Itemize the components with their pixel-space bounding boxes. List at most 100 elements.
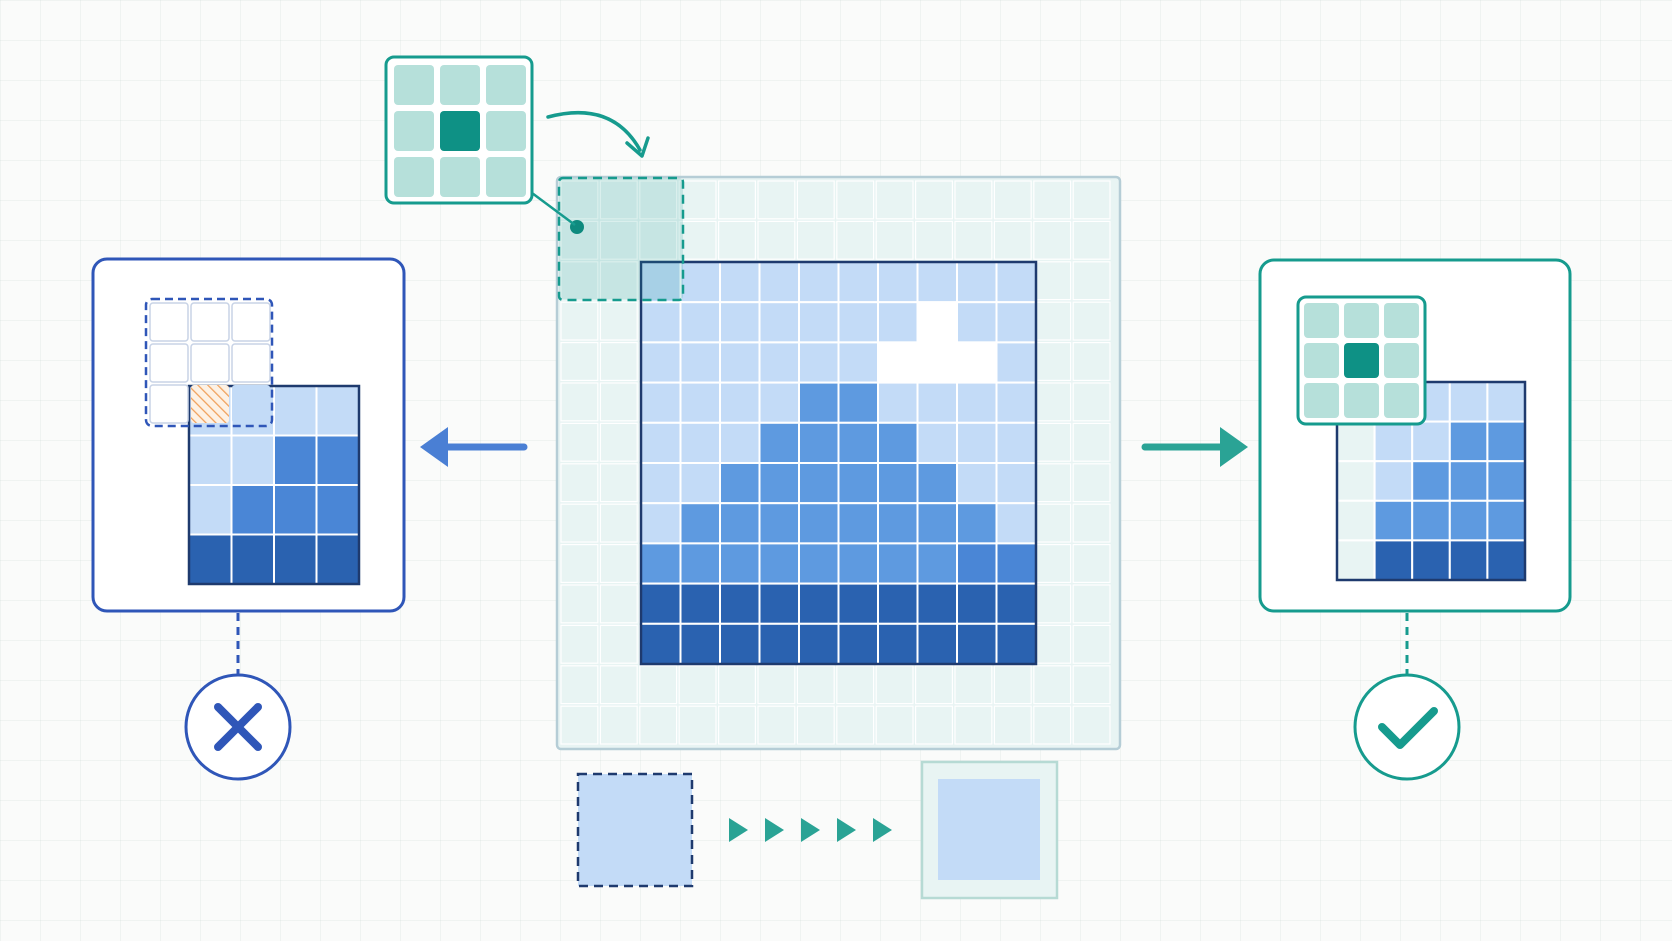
padding-cell bbox=[875, 705, 914, 745]
checkmark-icon bbox=[1353, 673, 1461, 781]
pixel-cell bbox=[230, 533, 275, 585]
pixel-cell bbox=[758, 421, 800, 464]
pixel-cell bbox=[679, 261, 721, 304]
pixel-cell bbox=[798, 622, 840, 665]
pixel-cell bbox=[1411, 499, 1451, 542]
pixel-cell bbox=[640, 542, 682, 585]
padding-cell bbox=[717, 665, 756, 705]
pixel-cell bbox=[956, 582, 998, 625]
pixel-cell bbox=[1373, 420, 1414, 463]
right-kernel-cells bbox=[1304, 303, 1419, 418]
pixel-cell bbox=[640, 502, 682, 545]
padding-cell bbox=[560, 463, 599, 503]
kernel-cells bbox=[394, 65, 526, 197]
pixel-cell bbox=[273, 533, 318, 585]
pixel-cell bbox=[1486, 381, 1527, 423]
kernel-cell bbox=[1384, 343, 1419, 378]
padding-cell bbox=[717, 705, 756, 745]
pixel-cell bbox=[798, 421, 840, 464]
pixel-cell bbox=[640, 381, 682, 424]
pixel-cell bbox=[719, 301, 761, 344]
pixel-cell bbox=[273, 484, 318, 536]
pixel-cell bbox=[719, 341, 761, 384]
pixel-cell bbox=[188, 533, 233, 585]
pixel-cell bbox=[877, 582, 919, 625]
padding-cell bbox=[993, 705, 1032, 745]
pixel-cell bbox=[640, 622, 682, 665]
padding-cell bbox=[1033, 342, 1072, 382]
kernel-center-cell bbox=[440, 111, 480, 151]
padding-cell bbox=[796, 220, 835, 260]
with-padding-panel bbox=[1258, 258, 1572, 613]
pixel-cell bbox=[877, 622, 919, 665]
pixel-cell bbox=[1448, 499, 1489, 542]
play-triangle-icon bbox=[873, 818, 892, 842]
pixel-cell bbox=[679, 502, 721, 545]
pixel-cell bbox=[916, 381, 958, 424]
padding-cell bbox=[560, 261, 599, 301]
play-triangle-icon bbox=[801, 818, 820, 842]
arrow-icon-right bbox=[1141, 427, 1248, 467]
kernel-cell bbox=[440, 65, 480, 105]
pixel-cell bbox=[1336, 420, 1376, 463]
padding-cell bbox=[1033, 382, 1072, 422]
pixel-cell bbox=[916, 462, 958, 505]
pixel-cell bbox=[916, 261, 958, 304]
padding-cell bbox=[1072, 543, 1111, 583]
padding-cell bbox=[560, 180, 599, 220]
padding-cell bbox=[1072, 665, 1111, 705]
padding-cell bbox=[599, 422, 638, 462]
pixel-cell bbox=[758, 341, 800, 384]
pixel-cell bbox=[719, 622, 761, 665]
play-triangle-icon bbox=[837, 818, 856, 842]
pixel-cell bbox=[1373, 539, 1414, 582]
play-triangle-icons bbox=[729, 818, 892, 842]
padding-cell bbox=[1072, 261, 1111, 301]
kernel-cell bbox=[1384, 303, 1419, 338]
kernel-cell bbox=[486, 157, 526, 197]
padding-cell bbox=[599, 463, 638, 503]
pixel-cell bbox=[798, 582, 840, 625]
pixel-cell bbox=[1486, 420, 1527, 463]
padding-cell bbox=[599, 543, 638, 583]
padding-cell bbox=[1033, 503, 1072, 543]
pixel-cell bbox=[798, 462, 840, 505]
pixel-cell bbox=[798, 301, 840, 344]
padding-cell bbox=[954, 665, 993, 705]
pixel-cell bbox=[837, 261, 879, 304]
padding-cell bbox=[599, 220, 638, 260]
pixel-cell bbox=[877, 341, 919, 384]
pixel-cell bbox=[315, 385, 360, 437]
arrow-icon-left bbox=[420, 427, 528, 467]
pixel-cell bbox=[679, 462, 721, 505]
pixel-cell bbox=[719, 582, 761, 625]
padding-cell bbox=[599, 503, 638, 543]
play-triangle-icon bbox=[765, 818, 784, 842]
padding-cell bbox=[599, 382, 638, 422]
pixel-cell bbox=[679, 582, 721, 625]
padding-cell bbox=[560, 665, 599, 705]
pixel-cell bbox=[230, 484, 275, 536]
padding-cell bbox=[1033, 624, 1072, 664]
padding-cell bbox=[1033, 705, 1072, 745]
pixel-cell bbox=[679, 542, 721, 585]
pixel-cell bbox=[995, 542, 1037, 585]
kernel-cell bbox=[1344, 303, 1379, 338]
pixel-cell bbox=[916, 502, 958, 545]
pixel-cell bbox=[956, 542, 998, 585]
pixel-cell bbox=[1336, 499, 1376, 542]
pixel-cell bbox=[837, 502, 879, 545]
padding-cell bbox=[1072, 180, 1111, 220]
padding-cell bbox=[954, 220, 993, 260]
pixel-cell bbox=[758, 462, 800, 505]
padding-cell bbox=[757, 705, 796, 745]
pixel-cell bbox=[798, 381, 840, 424]
pixel-cell bbox=[956, 462, 998, 505]
padding-cell bbox=[1033, 584, 1072, 624]
padding-cell bbox=[1072, 705, 1111, 745]
pixel-cell bbox=[995, 622, 1037, 665]
right-image-border bbox=[1335, 380, 1527, 582]
pixel-cell bbox=[719, 381, 761, 424]
padding-cell bbox=[560, 342, 599, 382]
pixel-cell bbox=[315, 434, 360, 486]
